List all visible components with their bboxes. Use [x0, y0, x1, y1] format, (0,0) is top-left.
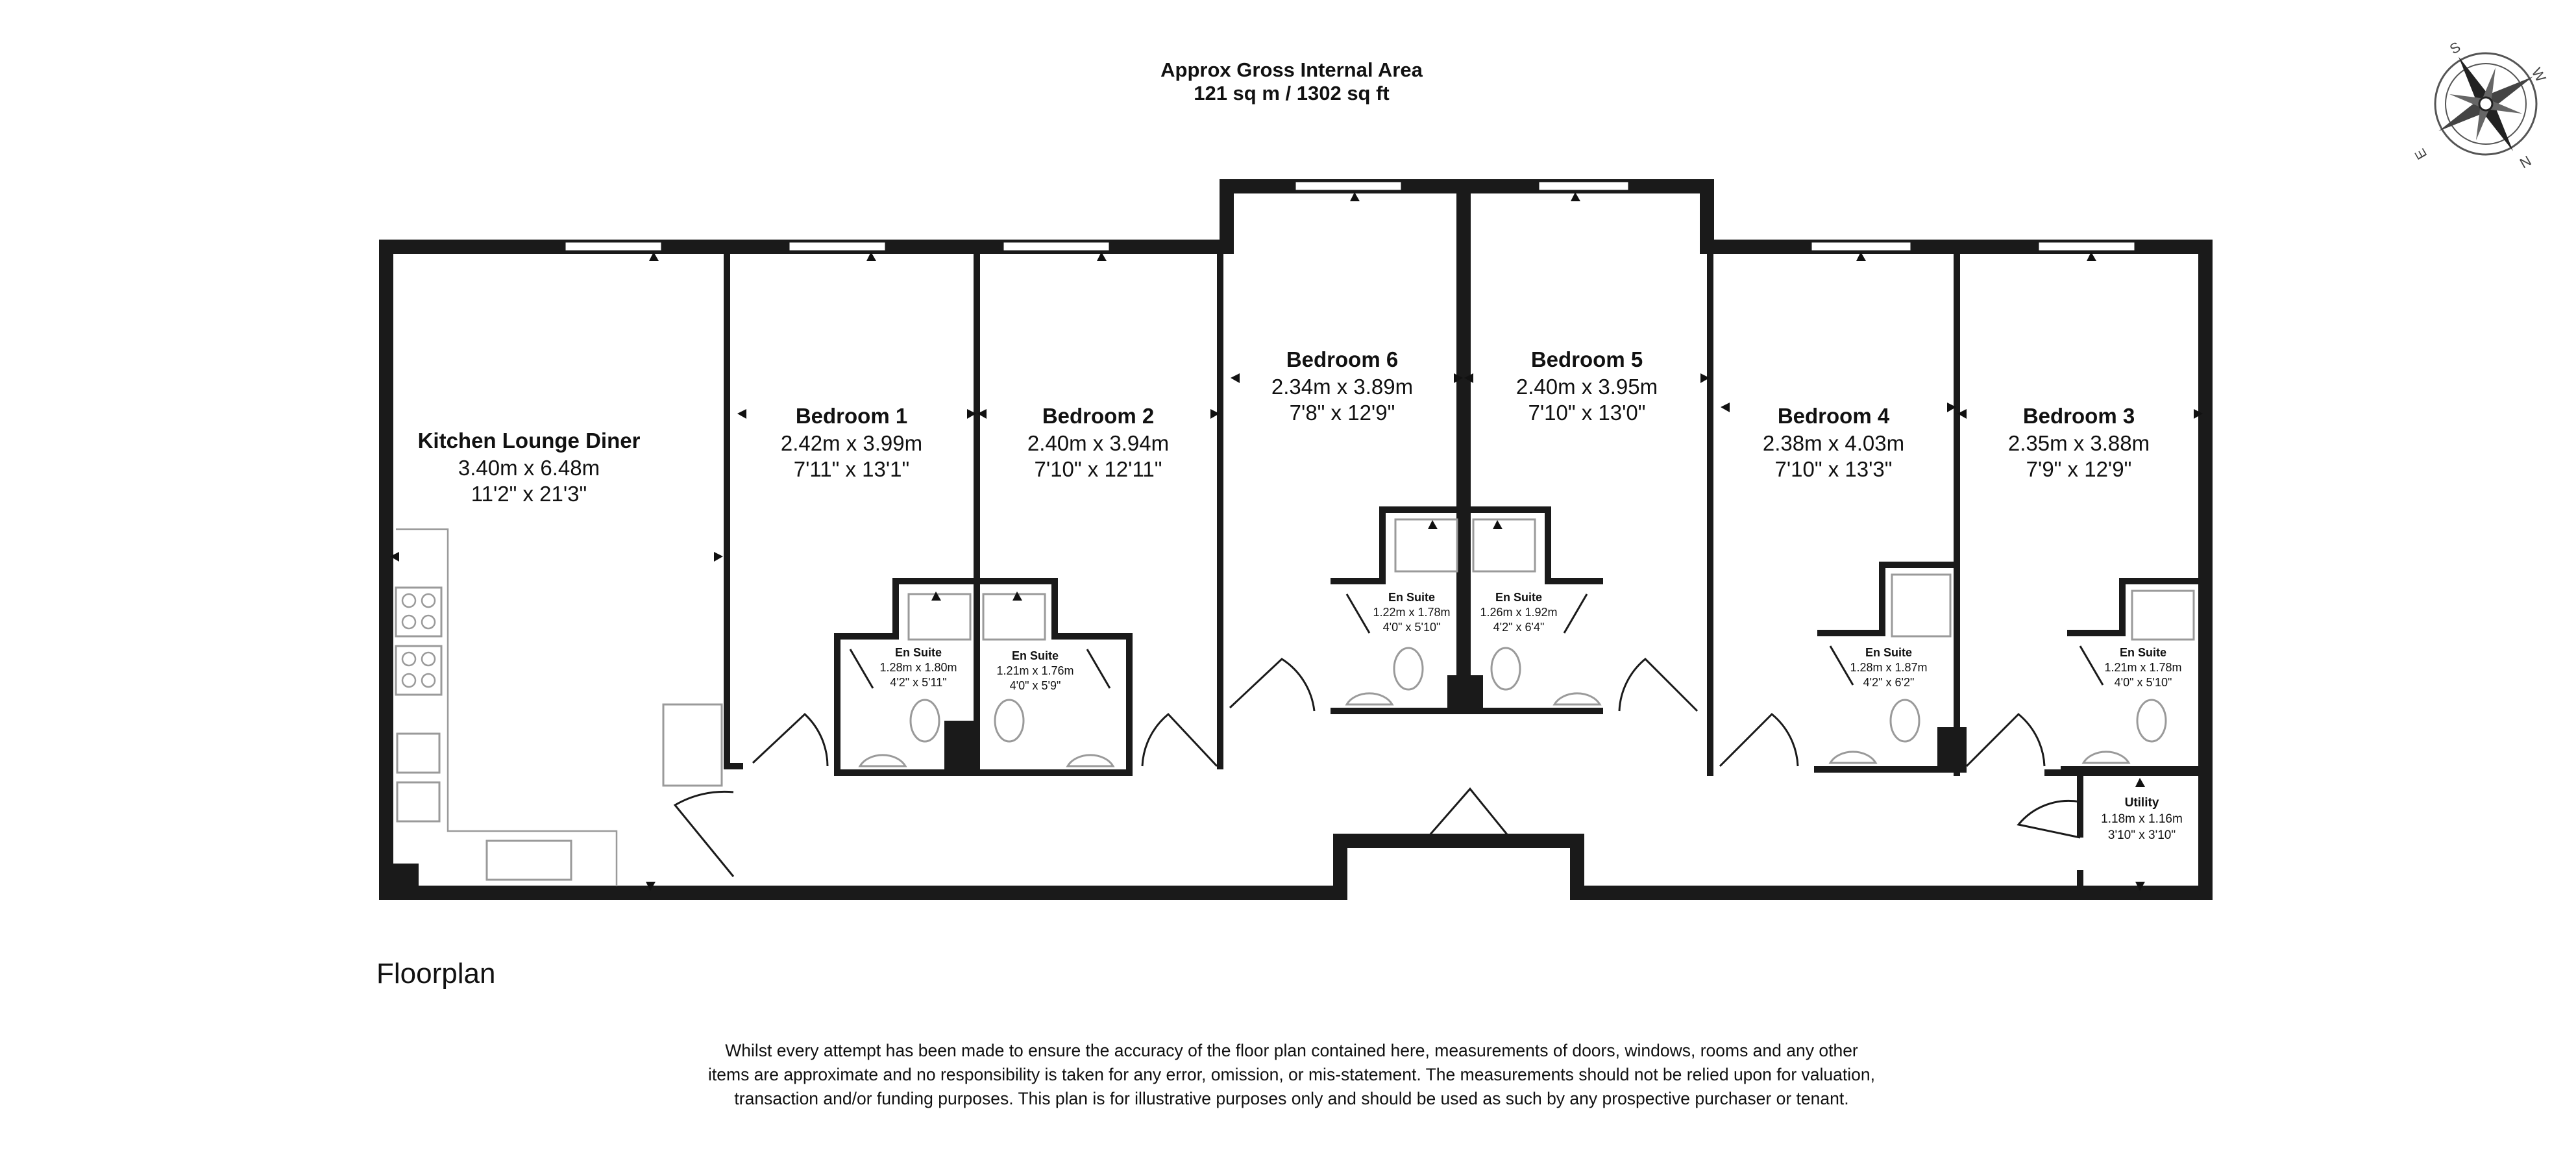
- room-imperial: 4'2" x 6'2": [1863, 676, 1915, 689]
- room-metric: 1.26m x 1.92m: [1480, 606, 1557, 619]
- room-imperial: 11'2" x 21'3": [471, 482, 587, 506]
- room-imperial: 4'0" x 5'10": [2115, 676, 2172, 689]
- room-name: En Suite: [895, 646, 942, 659]
- area-header: Approx Gross Internal Area 121 sq m / 13…: [1142, 58, 1441, 105]
- room-imperial: 4'2" x 5'11": [890, 676, 946, 689]
- hob-icon: [395, 645, 443, 696]
- room-name: En Suite: [1388, 591, 1435, 604]
- window: [563, 240, 663, 253]
- window: [2037, 240, 2137, 253]
- sink-icon: [396, 781, 441, 823]
- room-name: Bedroom 4: [1778, 404, 1890, 428]
- window: [1294, 180, 1403, 192]
- toilet-icon: [1490, 647, 1521, 691]
- basin-icon: [1345, 692, 1394, 706]
- room-name: Bedroom 6: [1286, 347, 1398, 371]
- interior-walls: [724, 186, 2205, 893]
- room-metric: 2.35m x 3.88m: [2008, 431, 2150, 455]
- window: [1001, 240, 1111, 253]
- sink-icon: [485, 840, 572, 881]
- room-metric: 1.21m x 1.78m: [2104, 661, 2181, 674]
- room-metric: 1.18m x 1.16m: [2101, 812, 2183, 826]
- room-metric: 2.34m x 3.89m: [1271, 375, 1413, 399]
- room-metric: 2.42m x 3.99m: [781, 431, 922, 455]
- room-metric: 3.40m x 6.48m: [458, 456, 600, 480]
- basin-icon: [1828, 751, 1878, 764]
- room-metric: 2.40m x 3.95m: [1516, 375, 1658, 399]
- room-imperial: 7'11" x 13'1": [794, 457, 910, 481]
- room-name: Bedroom 1: [796, 404, 907, 428]
- area-value: 121 sq m / 1302 sq ft: [1194, 82, 1390, 105]
- shower-icon: [1891, 573, 1952, 638]
- basin-icon: [1066, 754, 1115, 767]
- room-name: En Suite: [2120, 646, 2166, 659]
- toilet-icon: [994, 699, 1025, 743]
- basin-icon: [1552, 692, 1602, 706]
- doors: [673, 593, 2104, 877]
- shower-icon: [982, 593, 1046, 641]
- room-imperial: 7'9" x 12'9": [2026, 457, 2132, 481]
- room-metric: 1.28m x 1.87m: [1850, 661, 1927, 674]
- shower-icon: [1394, 518, 1458, 573]
- compass-rose-icon: S W E N: [2411, 32, 2557, 175]
- room-imperial: 4'2" x 6'4": [1493, 621, 1545, 634]
- room-imperial: 4'0" x 5'9": [1010, 679, 1061, 692]
- window: [1537, 180, 1630, 192]
- disclaimer-text: Whilst every attempt has been made to en…: [708, 1041, 1875, 1108]
- floor-label: Floorplan: [376, 958, 496, 989]
- shower-icon: [907, 593, 972, 641]
- shower-icon: [2131, 590, 2195, 641]
- room-name: En Suite: [1495, 591, 1542, 604]
- room-name: En Suite: [1865, 646, 1912, 659]
- room-name: En Suite: [1012, 649, 1059, 662]
- shower-icon: [1472, 518, 1536, 573]
- window: [787, 240, 887, 253]
- room-metric: 2.40m x 3.94m: [1027, 431, 1169, 455]
- room-metric: 1.21m x 1.76m: [996, 664, 1073, 677]
- room-labels: Kitchen Lounge Diner 3.40m x 6.48m 11'2"…: [418, 347, 2183, 842]
- area-title: Approx Gross Internal Area: [1160, 58, 1423, 81]
- hob-icon: [395, 586, 443, 638]
- sink-icon: [396, 732, 441, 774]
- room-name: Bedroom 5: [1531, 347, 1643, 371]
- toilet-icon: [1393, 647, 1424, 691]
- toilet-icon: [909, 699, 940, 743]
- room-name: Utility: [2125, 796, 2159, 810]
- room-name: Bedroom 3: [2023, 404, 2135, 428]
- room-imperial: 7'10" x 13'0": [1528, 401, 1646, 425]
- outer-walls: [379, 179, 2213, 900]
- toilet-icon: [2136, 699, 2167, 743]
- toilet-icon: [1889, 699, 1920, 743]
- room-imperial: 3'10" x 3'10": [2108, 828, 2176, 842]
- room-imperial: 7'10" x 13'3": [1775, 457, 1893, 481]
- basin-icon: [2081, 751, 2131, 764]
- fixtures: [395, 518, 2195, 886]
- fridge-icon: [662, 703, 723, 787]
- dimension-arrows: [390, 192, 2203, 891]
- room-metric: 2.38m x 4.03m: [1763, 431, 1904, 455]
- windows: [563, 180, 2137, 253]
- window: [1809, 240, 1913, 253]
- basin-icon: [858, 754, 907, 767]
- room-name: Bedroom 2: [1042, 404, 1154, 428]
- room-imperial: 7'8" x 12'9": [1290, 401, 1395, 425]
- room-metric: 1.22m x 1.78m: [1373, 606, 1450, 619]
- room-metric: 1.28m x 1.80m: [879, 661, 957, 674]
- room-imperial: 7'10" x 12'11": [1035, 457, 1162, 481]
- room-name: Kitchen Lounge Diner: [418, 429, 641, 453]
- room-imperial: 4'0" x 5'10": [1383, 621, 1441, 634]
